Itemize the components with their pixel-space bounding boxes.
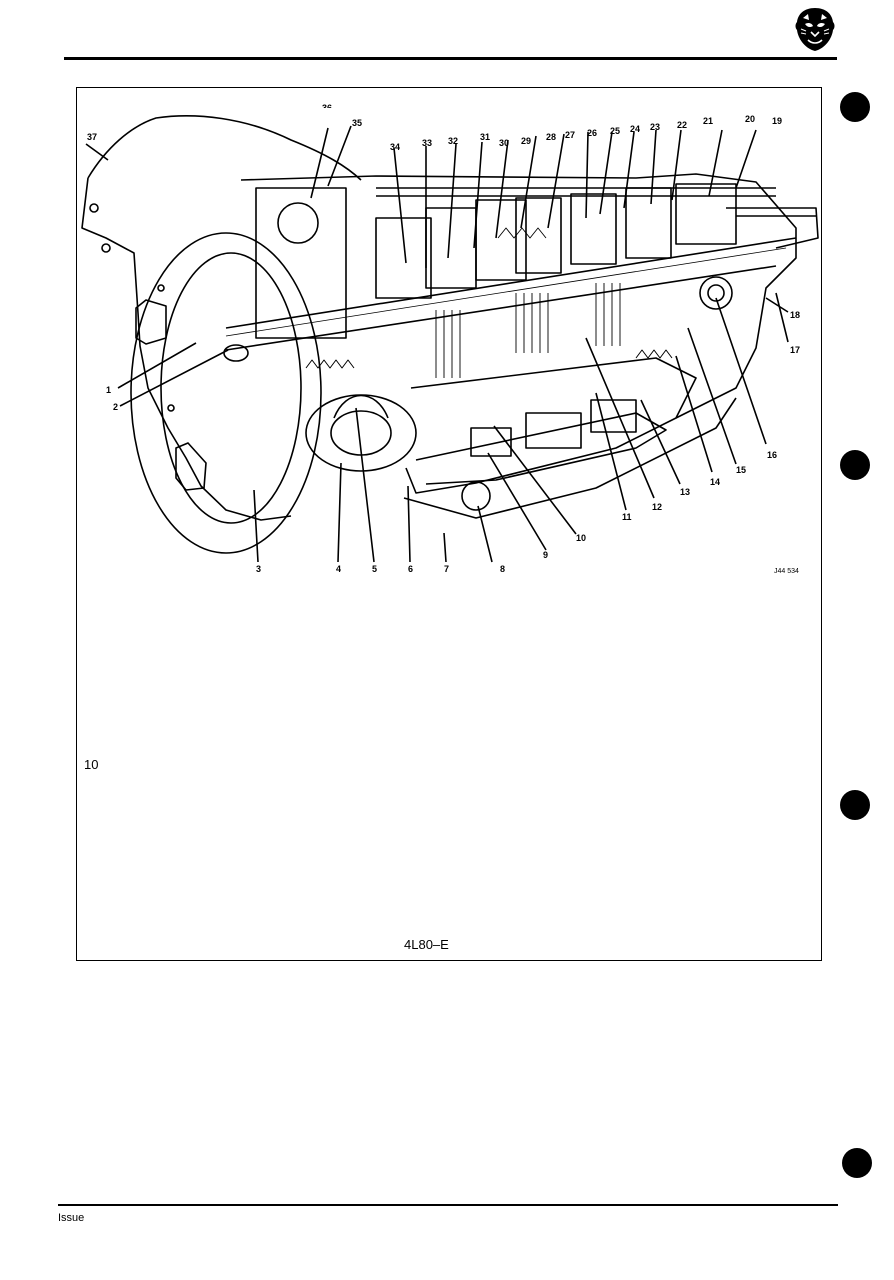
callout-24: 24: [630, 124, 641, 134]
callout-6: 6: [408, 564, 414, 574]
callout-1: 1: [106, 385, 112, 395]
footer-rule: [58, 1204, 838, 1206]
binder-hole-icon: [840, 450, 870, 480]
callout-16: 16: [767, 450, 778, 460]
binder-hole-icon: [840, 92, 870, 122]
callout-15: 15: [736, 465, 747, 475]
callout-11: 11: [622, 512, 632, 522]
callout-29: 29: [521, 136, 532, 146]
callout-10: 10: [576, 533, 587, 543]
section-number: 10: [84, 757, 99, 772]
drawing-reference: J44 534: [774, 568, 799, 575]
figure-frame: [76, 87, 822, 961]
binder-hole-icon: [842, 1148, 872, 1178]
figure-caption: 4L80–E: [404, 937, 449, 952]
callout-34: 34: [390, 142, 401, 152]
callout-4: 4: [336, 564, 342, 574]
callout-35: 35: [352, 118, 363, 128]
callout-32: 32: [448, 136, 459, 146]
callout-14: 14: [710, 477, 721, 487]
callout-22: 22: [677, 120, 688, 130]
jaguar-logo: [795, 8, 835, 51]
callout-27: 27: [565, 130, 576, 140]
callout-30: 30: [499, 138, 510, 148]
callout-7: 7: [444, 564, 450, 574]
callout-5: 5: [372, 564, 378, 574]
callout-18: 18: [790, 310, 801, 320]
callout-28: 28: [546, 132, 557, 142]
callout-12: 12: [652, 502, 663, 512]
callout-37: 37: [87, 132, 98, 142]
callout-8: 8: [500, 564, 506, 574]
callout-3: 3: [256, 564, 262, 574]
callout-9: 9: [543, 550, 549, 560]
callout-17: 17: [790, 345, 801, 355]
header-rule: [64, 57, 837, 60]
callout-2: 2: [113, 402, 119, 412]
callout-26: 26: [587, 128, 598, 138]
callout-31: 31: [480, 132, 491, 142]
issue-label: Issue: [58, 1212, 85, 1224]
callout-21: 21: [703, 116, 714, 126]
callout-23: 23: [650, 122, 661, 132]
callout-20: 20: [745, 114, 756, 124]
callout-19: 19: [772, 116, 783, 126]
callout-36: 36: [322, 103, 333, 108]
binder-hole-icon: [840, 790, 870, 820]
callout-33: 33: [422, 138, 433, 148]
callout-25: 25: [610, 126, 621, 136]
transmission-cutaway-illustration: [81, 115, 819, 563]
callout-13: 13: [680, 487, 691, 497]
